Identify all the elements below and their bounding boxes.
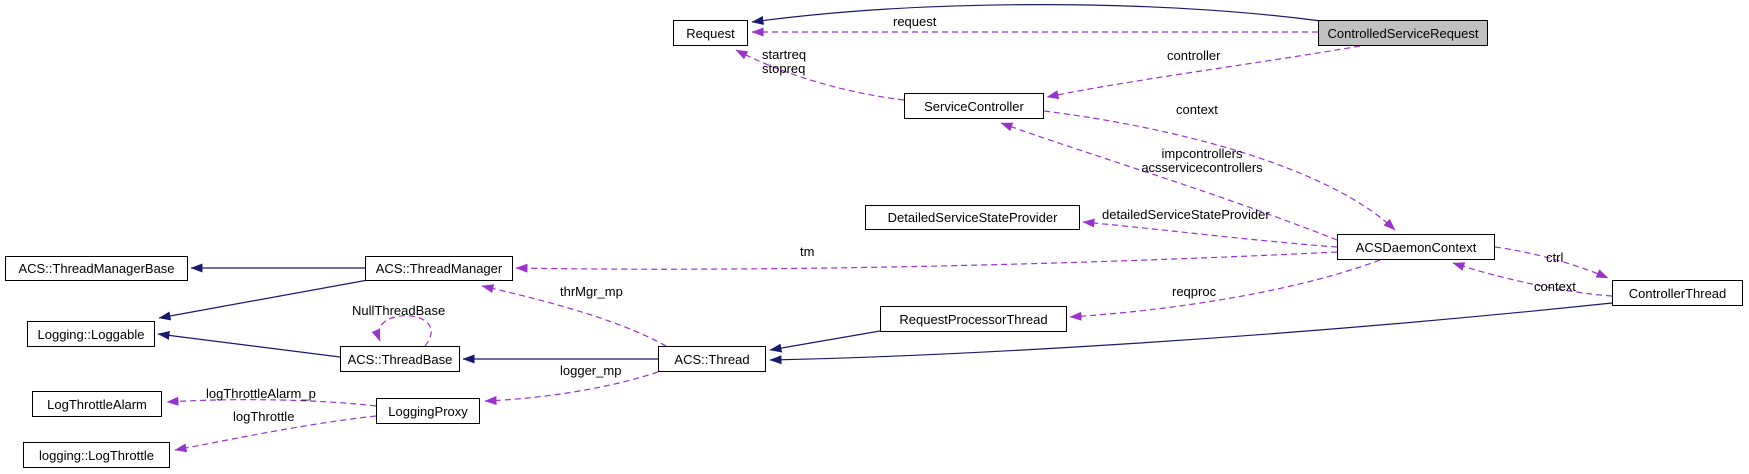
node-log-throttle-alarm[interactable]: LogThrottleAlarm bbox=[32, 391, 162, 417]
edge-label-startreq-stopreq: startreq stopreq bbox=[762, 48, 806, 76]
edge-label-stopreq: stopreq bbox=[762, 61, 806, 76]
node-acs-thread-manager[interactable]: ACS::ThreadManager bbox=[365, 256, 513, 281]
edge-usage-detailedservicestateprovider bbox=[1082, 218, 1338, 248]
node-logging-proxy[interactable]: LoggingProxy bbox=[376, 398, 480, 424]
edge-usage-context-from-controllerthread bbox=[1452, 262, 1613, 297]
node-acs-thread-manager-base[interactable]: ACS::ThreadManagerBase bbox=[5, 256, 188, 281]
node-logging-log-throttle[interactable]: logging::LogThrottle bbox=[23, 442, 170, 468]
node-acs-thread[interactable]: ACS::Thread bbox=[658, 346, 766, 372]
edge-inherit-controllerthread-thread bbox=[769, 302, 1613, 365]
node-acs-daemon-context[interactable]: ACSDaemonContext bbox=[1337, 234, 1495, 260]
edge-usage-startreq-stopreq bbox=[735, 49, 905, 101]
edge-label-reqproc: reqproc bbox=[1172, 284, 1217, 299]
node-request[interactable]: Request bbox=[673, 20, 748, 46]
edge-label-logger-mp: logger_mp bbox=[560, 363, 622, 378]
edge-label-tm: tm bbox=[800, 244, 815, 259]
edge-usage-impcontrollers bbox=[1000, 122, 1338, 241]
edge-usage-logthrottle bbox=[174, 415, 377, 453]
edge-inherit-requestprocessorthread-thread bbox=[769, 330, 881, 353]
edge-label-logthrottle: logThrottle bbox=[233, 409, 295, 424]
edge-inherit-threadbase-loggable bbox=[157, 330, 341, 358]
edge-label-logthrottlealarm-p: logThrottleAlarm_p bbox=[206, 386, 316, 401]
edge-label-impcontrollers: impcontrollers acsservicecontrollers bbox=[1122, 147, 1282, 175]
edge-label-controller: controller bbox=[1167, 48, 1221, 63]
node-acs-thread-base[interactable]: ACS::ThreadBase bbox=[340, 346, 460, 372]
edge-label-impcontrollers-line2: acsservicecontrollers bbox=[1141, 160, 1263, 175]
node-controlled-service-request: ControlledServiceRequest bbox=[1318, 20, 1488, 46]
edge-label-request: request bbox=[893, 14, 937, 29]
edge-usage-reqproc bbox=[1069, 259, 1381, 321]
edge-usage-thrmgr-mp bbox=[481, 284, 667, 347]
edge-label-detailed-service-state-provider: detailedServiceStateProvider bbox=[1102, 207, 1270, 222]
edge-usage-logthrottlealarm-p bbox=[166, 396, 377, 407]
edge-label-ctrl: ctrl bbox=[1546, 250, 1564, 265]
edge-label-context-bottom: context bbox=[1534, 279, 1576, 294]
edge-label-startreq: startreq bbox=[762, 47, 807, 62]
node-service-controller[interactable]: ServiceController bbox=[904, 93, 1044, 119]
edge-label-null-thread-base: NullThreadBase bbox=[352, 303, 446, 318]
edge-label-context-top: context bbox=[1176, 102, 1218, 117]
edge-usage-controller bbox=[1046, 45, 1361, 100]
edge-label-impcontrollers-line1: impcontrollers bbox=[1161, 146, 1243, 161]
edge-inherit-controlledservicerequest-request bbox=[751, 4, 1322, 25]
node-request-processor-thread[interactable]: RequestProcessorThread bbox=[880, 306, 1067, 332]
edge-label-thrmgr-mp: thrMgr_mp bbox=[560, 284, 623, 299]
edge-usage-context-to-acsdaemoncontext bbox=[1043, 110, 1396, 231]
edge-usage-ctrl bbox=[1494, 246, 1609, 279]
node-controller-thread[interactable]: ControllerThread bbox=[1612, 280, 1743, 306]
edge-inherit-threadmanager-loggable bbox=[158, 279, 369, 321]
edge-usage-nullthreadbase-selfloop bbox=[371, 315, 432, 347]
node-logging-loggable[interactable]: Logging::Loggable bbox=[27, 321, 155, 347]
edge-usage-logger-mp bbox=[484, 371, 659, 406]
edge-usage-tm bbox=[515, 251, 1338, 273]
node-detailed-service-state-provider[interactable]: DetailedServiceStateProvider bbox=[865, 205, 1080, 230]
